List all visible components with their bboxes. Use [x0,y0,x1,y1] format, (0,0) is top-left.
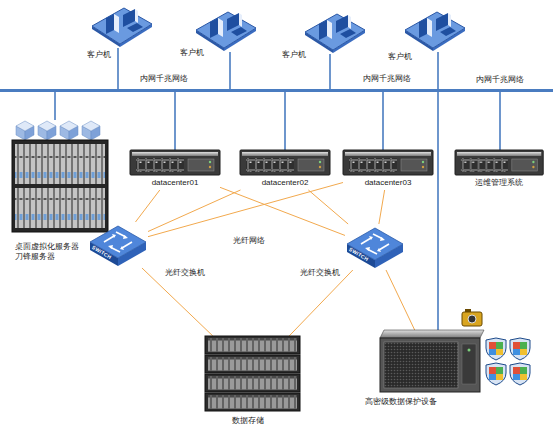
fiber-link [289,270,353,336]
shield-icon [510,363,530,385]
protection-device-node: 高密级数据保护设备 [380,330,480,394]
fiber-link [135,190,159,222]
client-icon [405,12,465,51]
fiber-link [379,190,385,224]
server-node: datacenter01 [130,150,220,190]
shield-icon [486,338,506,360]
ethernet-link [117,48,119,89]
client-node: 客户机 [92,6,152,48]
blade-chassis [12,140,108,232]
ethernet-link [329,54,331,89]
node-label: 运维管理系统 [455,178,543,188]
storage-icon [205,336,300,411]
node-label: 客户机 [87,50,111,60]
network-label: 光纤网络 [233,236,265,246]
shield-icon [510,338,530,360]
node-label: 高密级数据保护设备 [365,397,437,407]
device-panel [462,344,476,384]
blade-server-node: 桌面虚拟化服务器 刀锋服务器 [10,120,110,232]
switch-icon [347,228,403,268]
ethernet-link [54,92,56,120]
server-node: datacenter03 [343,150,433,190]
blade-row [15,188,105,228]
shield-icon [486,363,506,385]
node-label: 数据存储 [232,416,264,426]
server-node: datacenter02 [240,150,330,190]
node-label: datacenter02 [240,178,330,188]
server-icon [130,150,220,175]
network-label: 内网千兆网络 [140,74,188,84]
ethernet-link [499,92,501,150]
virtual-cube [16,121,34,140]
device-body [380,338,480,392]
node-label: 客户机 [282,50,306,60]
ethernet-link [437,92,439,330]
switch-node: SWITCH光纤交换机 [345,224,405,270]
fiber-link [148,183,343,237]
server-icon [343,150,433,175]
fiber-link [386,270,415,330]
device-brand-text: SWITCH [91,244,113,260]
client-node: 客户机 [196,10,256,52]
device-light [468,349,471,352]
disk-array [205,393,300,411]
client-node: 客户机 [405,10,465,52]
server-icon [455,150,543,175]
network-label: 内网千兆网络 [363,74,411,84]
device-top [380,330,484,338]
virtual-cube [38,121,56,140]
client-icon [92,8,152,47]
disk-array [205,355,300,373]
server-node: 运维管理系统 [455,150,543,190]
ethernet-link [229,52,231,89]
client-node: 客户机 [305,12,365,54]
blade-server-icon [12,121,108,232]
ethernet-link [382,92,384,150]
ethernet-link [437,52,439,89]
device-bezel [384,342,458,388]
node-label: 光纤交换机 [300,268,340,278]
virtual-cube [82,121,100,140]
fiber-link [142,268,213,336]
node-label: 桌面虚拟化服务器 刀锋服务器 [15,242,83,262]
ethernet-link [284,92,286,150]
fiber-link [148,190,240,232]
disk-array [205,336,300,354]
disk-array [205,374,300,392]
client-icon [196,12,256,51]
switch-icon [90,226,146,266]
node-label: 客户机 [388,52,412,62]
switch-node: SWITCH光纤交换机 [88,222,148,268]
node-label: datacenter03 [343,178,433,188]
client-icon [305,14,365,53]
node-label: 光纤交换机 [165,268,205,278]
device-brand-text: SWITCH [348,246,370,262]
virtual-cube [60,121,78,140]
protection-device-icon [380,330,484,392]
server-icon [240,150,330,175]
network-label: 内网千兆网络 [476,75,524,85]
storage-node: 数据存储 [205,336,300,412]
camera-icon [462,309,482,326]
ethernet-link [174,92,176,150]
node-label: datacenter01 [130,178,220,188]
node-label: 客户机 [180,48,204,58]
network-bus: 内网千兆网络内网千兆网络内网千兆网络 [0,89,553,92]
fiber-link [308,190,348,224]
blade-row [15,144,105,184]
